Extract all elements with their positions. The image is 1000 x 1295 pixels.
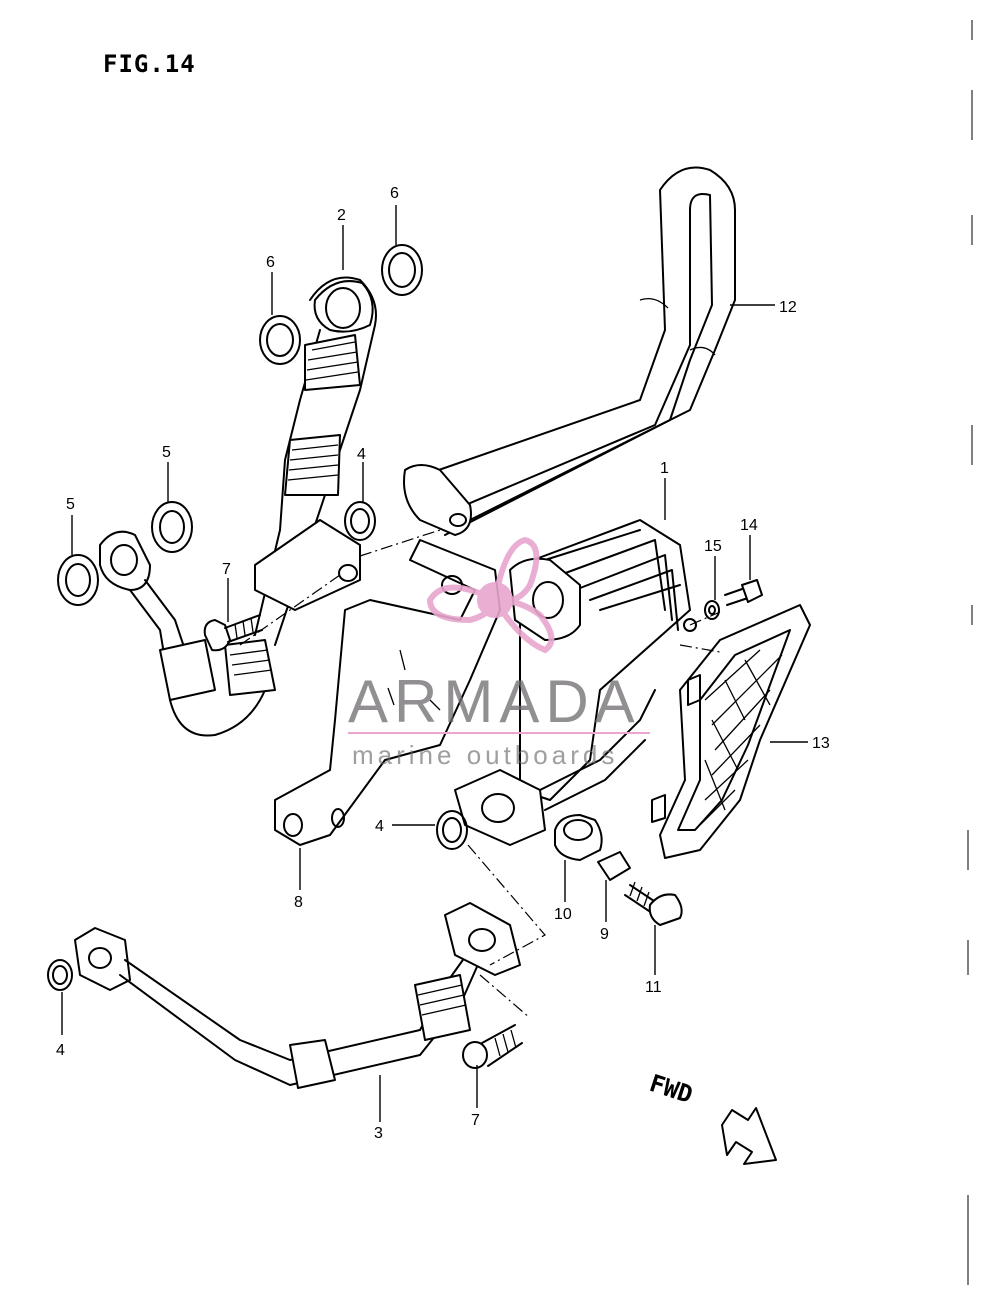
callout-14: 14 [740,517,758,534]
seal-ring-4c [47,959,73,991]
callout-4-upper: 4 [357,446,366,463]
bolt-7a [203,614,263,652]
callout-12: 12 [779,299,797,316]
seal-ring-4b [436,810,468,850]
watermark-tagline: marine outboards [352,740,618,770]
left-elbow-hose [99,530,276,737]
washer-15 [704,600,720,620]
seal-ring-6a [259,315,301,365]
collar-9 [597,851,631,881]
callout-5-right: 5 [162,444,171,461]
callout-1: 1 [660,460,669,477]
seal-ring-6b [381,244,423,296]
callout-7-lower: 7 [471,1112,480,1129]
bolt-11 [624,881,683,926]
callout-13: 13 [812,735,830,752]
armada-watermark: ARMADA marine outboards [348,536,650,770]
callout-15: 15 [704,538,722,555]
fwd-indicator: FWD [646,1069,777,1165]
seal-ring-4a [344,501,376,541]
fwd-label: FWD [646,1069,696,1109]
seal-ring-5b [151,501,193,553]
part-8-bracket [274,539,501,846]
callout-9: 9 [600,926,609,943]
callout-5-left: 5 [66,496,75,513]
callout-8: 8 [294,894,303,911]
fwd-arrow-icon [721,1107,777,1165]
callout-6-lower: 6 [266,254,275,271]
callout-4-lower: 4 [56,1042,65,1059]
alignment-lines [239,529,721,1019]
callout-6-upper: 6 [390,185,399,202]
bolt-7b [462,1024,523,1069]
leader-lines [61,205,808,1122]
callout-10: 10 [554,906,572,923]
callout-7-upper: 7 [222,561,231,578]
figure-title: FIG.14 [103,50,196,78]
part-3-pipe [74,902,521,1089]
seal-ring-5a [57,554,99,606]
part-1-oil-cooler [454,519,697,846]
callout-numbers: 2 6 6 5 5 4 7 1 15 14 12 13 4 8 10 9 11 … [56,185,830,1142]
edge-scan-marks [967,20,973,1285]
propeller-logo-icon [426,536,555,654]
part-2-hose [254,276,377,646]
watermark-brand: ARMADA [348,668,641,735]
bolt-14 [724,579,763,606]
callout-11: 11 [645,979,662,996]
callout-3: 3 [374,1125,383,1142]
grommet-10 [554,814,603,861]
callout-2: 2 [337,207,346,224]
part-12-hose [403,166,736,536]
callout-4-middle: 4 [375,818,384,835]
part-13-screen [651,604,811,859]
